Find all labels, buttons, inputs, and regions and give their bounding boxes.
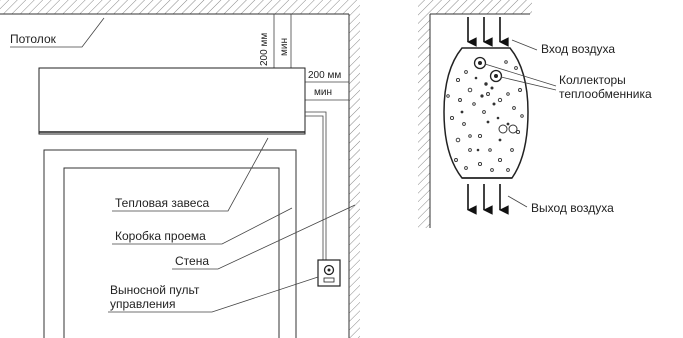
- label-wall: Стена: [175, 254, 209, 268]
- leader-ceiling: [10, 17, 105, 48]
- label-collectors-line1: Коллекторы: [559, 73, 626, 87]
- heat-exchanger-tubes: [446, 60, 524, 172]
- right-wall-hatch: [418, 14, 430, 228]
- right-ceiling-hatch: [418, 0, 532, 14]
- heat-curtain-body: [38, 67, 306, 135]
- collector-icon-2: [489, 69, 503, 83]
- remote-control-icon: [317, 259, 341, 287]
- ceiling-hatch: [0, 0, 360, 14]
- label-remote-line1: Выносной пульт: [110, 283, 200, 297]
- door-frame-outer: [43, 149, 297, 338]
- dim-horizontal-value: 200 мм: [308, 70, 341, 81]
- leader-heat-curtain: [112, 137, 269, 212]
- dim-vertical-min: мин: [279, 38, 290, 56]
- leader-collector-2: [500, 76, 557, 91]
- label-collectors-line2: теплообменника: [559, 87, 652, 101]
- leader-remote: [108, 276, 319, 313]
- leader-collector-1: [484, 63, 557, 87]
- heat-exchanger-large: [498, 124, 518, 134]
- label-heat-curtain: Тепловая завеса: [115, 196, 209, 210]
- control-cable: [305, 111, 327, 260]
- right-airflow-view: Вход воздуха Коллекторы теплообменника В…: [418, 0, 652, 228]
- label-ceiling: Потолок: [10, 32, 57, 46]
- door-frame-inner: [63, 167, 280, 338]
- label-air-in: Вход воздуха: [541, 42, 615, 56]
- heat-exchanger-dense: [460, 76, 510, 152]
- leader-wall: [172, 204, 356, 270]
- leader-door-frame: [112, 207, 293, 245]
- collector-icon-1: [473, 56, 487, 70]
- left-installation-view: 200 мм мин 200 мм мин Потолок Тепловая з…: [0, 0, 360, 338]
- label-remote-line2: управления: [110, 297, 175, 311]
- dim-horizontal-min: мин: [314, 87, 332, 98]
- leader-air-in: [511, 39, 538, 51]
- label-air-out: Выход воздуха: [531, 201, 614, 215]
- leader-air-out: [507, 195, 528, 208]
- wall-hatch: [349, 14, 360, 338]
- control-cable-2: [305, 115, 324, 260]
- label-door-frame: Коробка проема: [115, 229, 206, 243]
- dim-vertical-value: 200 мм: [259, 33, 270, 66]
